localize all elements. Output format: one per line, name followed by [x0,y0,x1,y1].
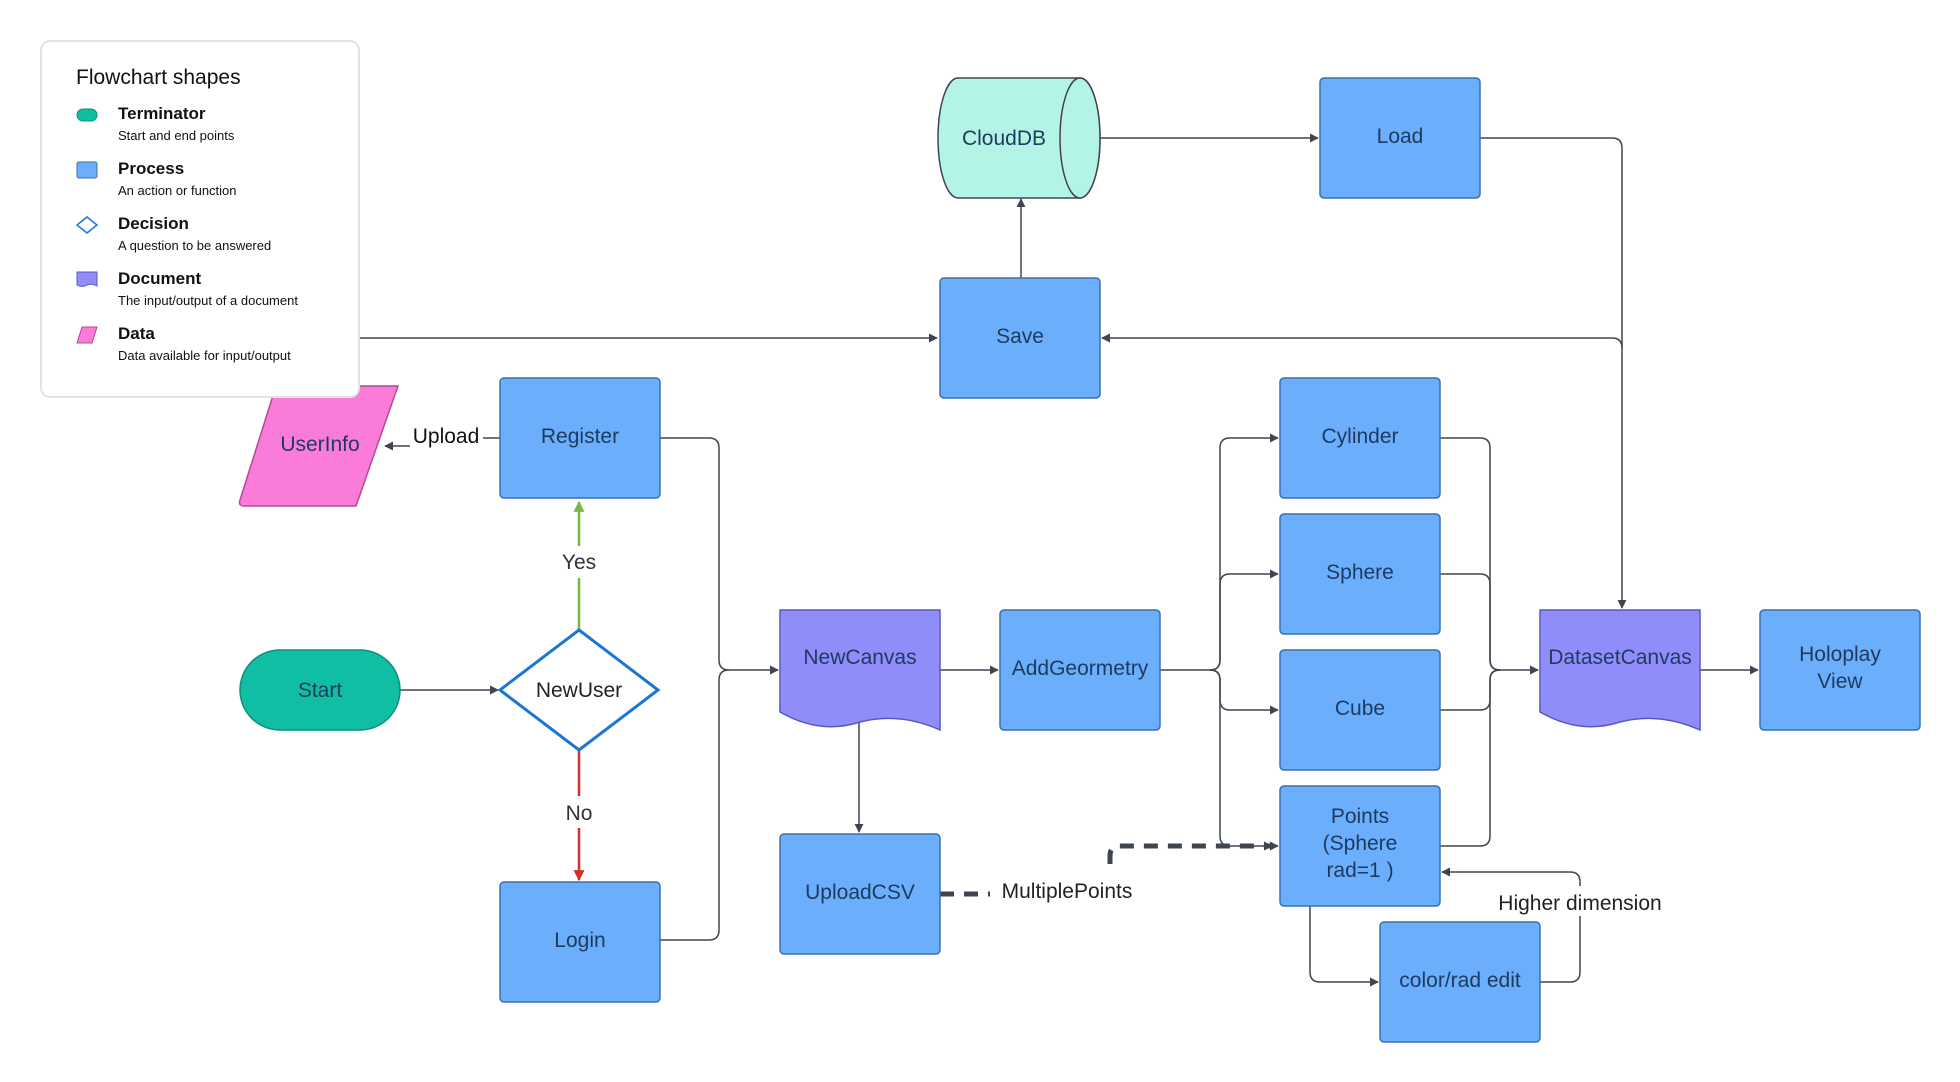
points-process[interactable]: Points (Sphere rad=1 ) [1279,785,1441,907]
edge-load-datasetcanvas [1480,137,1627,609]
edge-label-higher-dimension: Higher dimension [1498,892,1661,915]
legend-item-name: Decision [118,214,189,233]
edge-label-multiplepoints: MultiplePoints [1002,880,1133,903]
legend-item-desc: An action or function [118,183,237,198]
coloredit-label: color/rad edit [1399,969,1521,992]
addgeometry-label: AddGeormetry [1012,657,1149,680]
edge-addgeometry-sphere [1209,569,1279,671]
edge-coloredit-points [1441,867,1581,983]
coloredit-process[interactable]: color/rad edit [1379,921,1541,1043]
edge-login-newcanvas [660,669,730,941]
legend-item-desc: Data available for input/output [118,348,291,363]
edge-points-coloredit [1309,906,1379,987]
login-process[interactable]: Login [499,881,661,1003]
userinfo-data[interactable]: UserInfo [238,385,400,507]
start-terminator[interactable]: Start [239,649,401,731]
points-label-line1: Points [1331,805,1389,828]
edge-multiplepoints-points [1107,841,1273,864]
addgeometry-process[interactable]: AddGeormetry [999,609,1161,731]
register-process[interactable]: Register [499,377,661,499]
holoplay-process[interactable]: Holoplay View [1759,609,1921,731]
start-label: Start [298,679,343,702]
register-label: Register [541,425,619,448]
holoplay-label-line1: Holoplay [1799,643,1881,666]
uploadcsv-label: UploadCSV [805,881,915,904]
holoplay-label-line2: View [1817,670,1863,693]
edge-register-newcanvas [660,437,779,675]
newuser-label: NewUser [536,679,622,702]
newcanvas-document[interactable]: NewCanvas [779,609,941,732]
terminator-shape-icon [76,108,98,122]
login-label: Login [554,929,605,952]
legend-item-name: Document [118,269,202,288]
legend-title: Flowchart shapes [76,66,241,89]
newcanvas-label: NewCanvas [803,646,916,669]
flowchart-legend: Flowchart shapes Terminator Start and en… [40,40,360,398]
points-label-line2: (Sphere [1323,832,1398,855]
datasetcanvas-label: DatasetCanvas [1548,646,1692,669]
legend-item-name: Process [118,159,185,178]
sphere-label: Sphere [1326,561,1394,584]
legend-item-name: Terminator [118,104,206,123]
clouddb-database[interactable]: CloudDB [937,77,1101,199]
sphere-process[interactable]: Sphere [1279,513,1441,635]
save-process[interactable]: Save [939,277,1101,399]
process-shape-icon [76,161,98,179]
save-label: Save [996,325,1044,348]
legend-item-desc: The input/output of a document [118,293,298,308]
data-shape-icon [76,326,98,344]
cube-process[interactable]: Cube [1279,649,1441,771]
legend-item-desc: A question to be answered [118,238,272,253]
cylinder-process[interactable]: Cylinder [1279,377,1441,499]
edge-cylinder-datasetcanvas [1440,437,1539,675]
edge-label-yes: Yes [562,551,596,574]
clouddb-label: CloudDB [962,127,1046,150]
cube-label: Cube [1335,697,1385,720]
load-label: Load [1377,125,1424,148]
edge-load-save [1101,333,1623,349]
edge-addgeometry-cylinder [1160,433,1279,671]
datasetcanvas-document[interactable]: DatasetCanvas [1539,609,1701,732]
newuser-decision[interactable]: NewUser [497,628,661,752]
decision-shape-icon [76,216,98,234]
cylinder-label: Cylinder [1321,425,1398,448]
points-label-line3: rad=1 ) [1326,859,1393,882]
document-shape-icon [76,271,98,287]
edge-label-upload: Upload [413,425,480,448]
userinfo-label: UserInfo [280,433,359,456]
edge-addgeometry-points [1209,669,1279,851]
legend-item-name: Data [118,324,155,343]
load-process[interactable]: Load [1319,77,1481,199]
uploadcsv-process[interactable]: UploadCSV [779,833,941,955]
edge-points-datasetcanvas [1440,669,1501,847]
edge-label-no: No [566,802,593,825]
legend-item-desc: Start and end points [118,128,235,143]
edge-sphere-datasetcanvas [1440,573,1501,671]
